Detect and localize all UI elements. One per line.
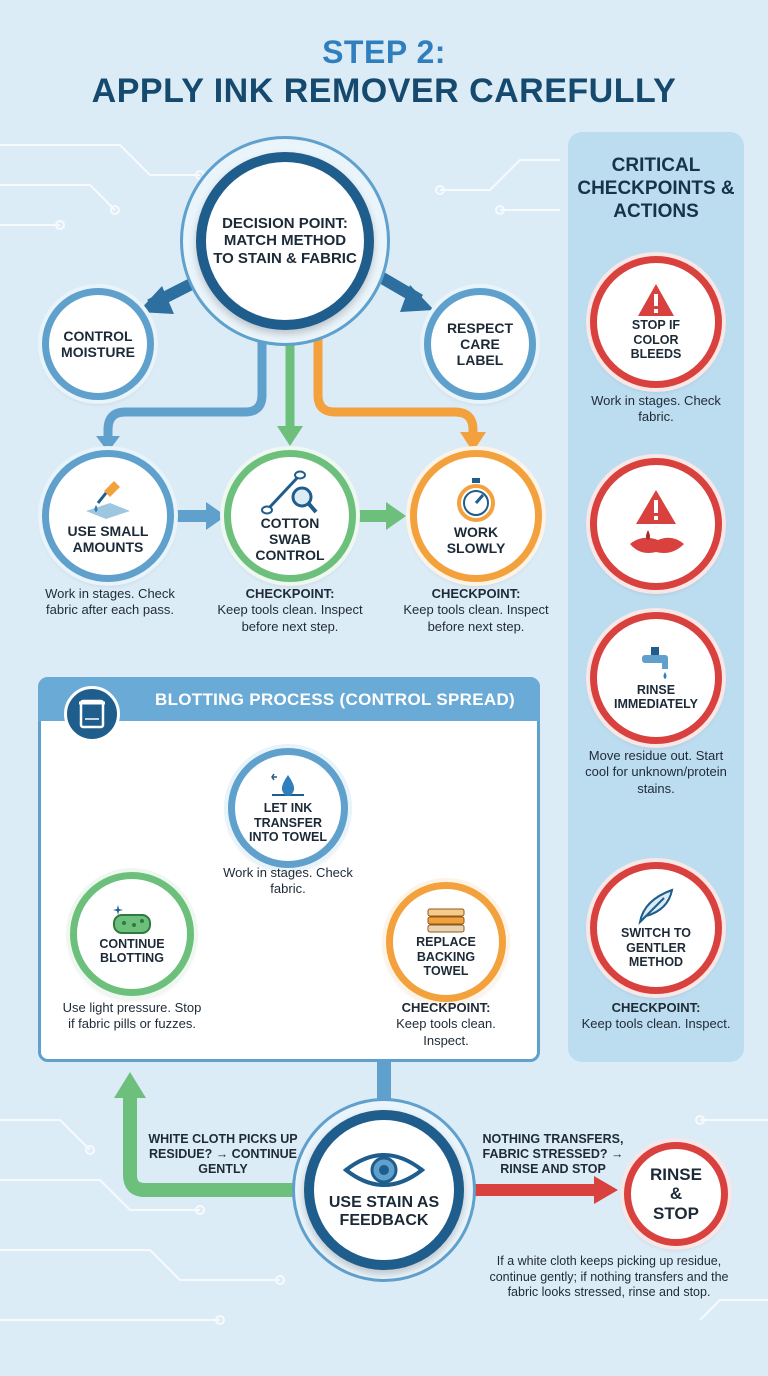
warning-bleed-icon bbox=[630, 490, 684, 553]
feedback-green-loop bbox=[123, 1095, 298, 1197]
checkpoint-rinse: RINSE IMMEDIATELY bbox=[590, 612, 722, 744]
warning-icon bbox=[638, 284, 674, 317]
checkpoint-rinse-label: RINSE IMMEDIATELY bbox=[613, 682, 699, 711]
blotting-title: BLOTTING PROCESS (CONTROL SPREAD) bbox=[155, 690, 515, 709]
blot-step-transfer-label: LET INK TRANSFER INTO TOWEL bbox=[248, 801, 327, 845]
blot-step-continue-note: Use light pressure. Stop if fabric pills… bbox=[62, 1000, 202, 1032]
feedback-node: USE STAIN AS FEEDBACK bbox=[304, 1110, 464, 1270]
rinse-stop-node: RINSE & STOP bbox=[624, 1142, 728, 1246]
method-cotton-swab-note: CHECKPOINT: Keep tools clean. Inspect be… bbox=[217, 586, 363, 634]
blot-step-continue-label: CONTINUE BLOTTING bbox=[99, 936, 165, 965]
decision-label: DECISION POINT: MATCH METHOD TO STAIN & … bbox=[213, 215, 357, 267]
blotting-header bbox=[38, 677, 540, 721]
rinse-stop-label: RINSE & STOP bbox=[650, 1164, 702, 1223]
care-label-label: RESPECT CARE LABEL bbox=[446, 319, 514, 369]
faucet-icon bbox=[642, 646, 668, 679]
sidebar-title: CRITICAL CHECKPOINTS & ACTIONS bbox=[577, 155, 735, 222]
method-work-slowly-note: CHECKPOINT: Keep tools clean. Inspect be… bbox=[403, 586, 549, 634]
blot-step-transfer: LET INK TRANSFER INTO TOWEL bbox=[228, 748, 348, 868]
page-title: APPLY INK REMOVER CAREFULLY bbox=[91, 72, 677, 110]
care-label-node: RESPECT CARE LABEL bbox=[424, 288, 536, 400]
control-moisture-node: CONTROL MOISTURE bbox=[42, 288, 154, 400]
feedback-footnote: If a white cloth keeps picking up residu… bbox=[489, 1254, 729, 1300]
feather-icon bbox=[638, 888, 674, 926]
towel-icon bbox=[64, 686, 120, 742]
blot-step-replace: REPLACE BACKING TOWEL bbox=[386, 882, 506, 1002]
continue-gently-text: WHITE CLOTH PICKS UP RESIDUE? → CONTINUE… bbox=[148, 1132, 298, 1176]
decision-point: DECISION POINT: MATCH METHOD TO STAIN & … bbox=[196, 152, 374, 330]
checkpoint-gentler-label: SWITCH TO GENTLER METHOD bbox=[621, 926, 691, 970]
dropper-icon bbox=[86, 480, 130, 519]
checkpoint-color-bleeds-label: STOP IF COLOR BLEEDS bbox=[630, 318, 682, 362]
method-work-slowly-label: WORK SLOWLY bbox=[446, 523, 506, 556]
checkpoint-gentler: SWITCH TO GENTLER METHOD bbox=[590, 862, 722, 994]
blot-step-replace-label: REPLACE BACKING TOWEL bbox=[416, 935, 476, 979]
method-cotton-swab: COTTON SWAB CONTROL bbox=[224, 450, 356, 582]
rinse-and-stop-text: NOTHING TRANSFERS, FABRIC STRESSED? → RI… bbox=[482, 1132, 624, 1176]
swab-magnifier-icon bbox=[261, 470, 318, 515]
method-small-amounts: USE SMALL AMOUNTS bbox=[42, 450, 174, 582]
method-cotton-swab-label: COTTON SWAB CONTROL bbox=[255, 514, 325, 564]
method-work-slowly: WORK SLOWLY bbox=[410, 450, 542, 582]
towel-stack-icon bbox=[427, 908, 465, 933]
blot-step-continue: CONTINUE BLOTTING bbox=[70, 872, 194, 996]
step-label: STEP 2: bbox=[322, 34, 446, 70]
blot-step-replace-note: CHECKPOINT: Keep tools clean. Inspect. bbox=[396, 1000, 496, 1048]
ink-drop-icon bbox=[271, 774, 304, 797]
path-blue bbox=[103, 330, 267, 445]
circuit-decoration bbox=[0, 144, 768, 1325]
checkpoint-rinse-note: Move residue out. Start cool for unknown… bbox=[585, 748, 727, 796]
control-moisture-label: CONTROL MOISTURE bbox=[61, 327, 135, 360]
blot-step-transfer-note: Work in stages. Check fabric. bbox=[223, 865, 353, 897]
sponge-icon bbox=[113, 904, 151, 934]
method-small-amounts-label: USE SMALL AMOUNTS bbox=[67, 522, 149, 555]
stopwatch-icon bbox=[457, 477, 495, 522]
feedback-label: USE STAIN AS FEEDBACK bbox=[328, 1193, 440, 1229]
checkpoint-gentler-note: CHECKPOINT: Keep tools clean. Inspect. bbox=[581, 1000, 731, 1032]
checkpoint-color-bleeds-note: Work in stages. Check fabric. bbox=[591, 393, 721, 425]
method-small-amounts-note: Work in stages. Check fabric after each … bbox=[45, 586, 175, 618]
checkpoint-color-bleeds: STOP IF COLOR BLEEDS bbox=[590, 256, 722, 388]
path-orange bbox=[313, 330, 478, 440]
eye-icon bbox=[342, 1152, 426, 1187]
checkpoint-bleed-warning bbox=[590, 458, 722, 590]
